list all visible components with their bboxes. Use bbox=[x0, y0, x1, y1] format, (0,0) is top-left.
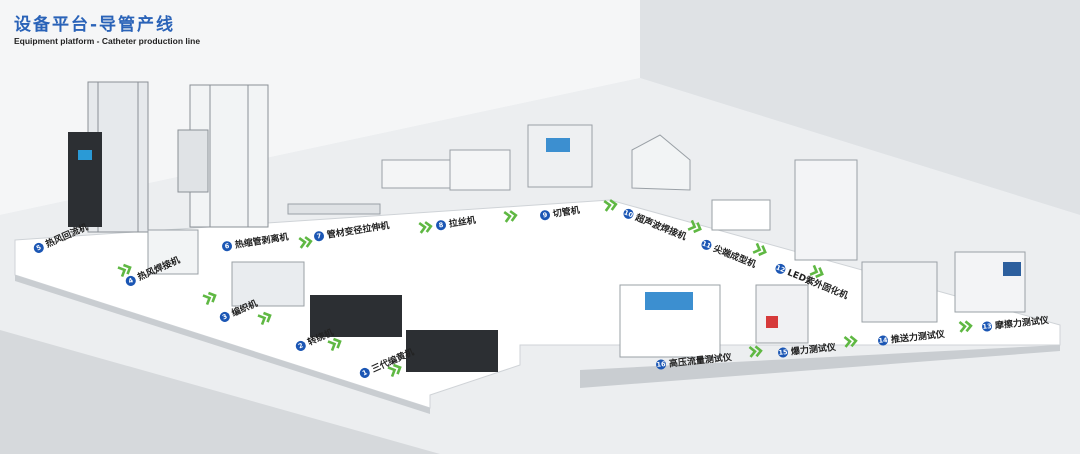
bench-machine-1 bbox=[381, 159, 453, 189]
flow-arrow-icon bbox=[748, 345, 763, 358]
station-badge: 16 bbox=[655, 358, 667, 370]
control-cabinet-1 bbox=[68, 132, 102, 227]
walkway-edge-front bbox=[580, 345, 1060, 388]
back-wall-right bbox=[640, 0, 1080, 215]
flow-arrow-icon bbox=[298, 236, 313, 249]
station-badge: 7 bbox=[313, 229, 325, 242]
bench-machine-2 bbox=[449, 149, 511, 191]
station-badge: 9 bbox=[539, 208, 551, 221]
flow-arrow-icon bbox=[843, 335, 858, 348]
flow-arrow-icon bbox=[687, 219, 702, 234]
page-title: 设备平台-导管产线 bbox=[14, 15, 176, 35]
station-badge: 12 bbox=[774, 261, 788, 275]
page-subtitle: Equipment platform - Catheter production… bbox=[14, 36, 201, 46]
hot-air-machine bbox=[147, 229, 199, 275]
station-badge: 15 bbox=[777, 346, 789, 358]
station-badge: 11 bbox=[700, 237, 714, 251]
burst-tester bbox=[755, 284, 809, 344]
station-badge: 13 bbox=[981, 320, 993, 332]
walkway-edge bbox=[15, 275, 430, 414]
coiling-machine bbox=[310, 295, 402, 337]
back-wall-left bbox=[0, 0, 640, 215]
flow-arrow-icon bbox=[752, 242, 767, 257]
flow-arrow-icon bbox=[958, 320, 973, 333]
cutting-machine bbox=[527, 124, 593, 188]
braiding-machine bbox=[231, 261, 305, 307]
flow-arrow-icon bbox=[809, 264, 824, 279]
friction-tester bbox=[954, 251, 1026, 313]
station-badge: 14 bbox=[877, 334, 889, 346]
flow-arrow-icon bbox=[387, 363, 402, 378]
ultrasonic-welder bbox=[631, 134, 691, 191]
flow-arrow-icon bbox=[603, 199, 618, 212]
floor-shade bbox=[0, 330, 440, 454]
station-badge: 6 bbox=[221, 239, 233, 252]
flow-arrow-icon bbox=[257, 311, 272, 326]
tip-former bbox=[711, 199, 771, 231]
header: 设备平台-导管产线 Equipment platform - Catheter … bbox=[14, 10, 200, 46]
flow-arrow-icon bbox=[503, 210, 518, 223]
flow-arrow-icon bbox=[202, 291, 217, 306]
flow-arrow-icon bbox=[418, 221, 433, 234]
flow-arrow-icon bbox=[327, 337, 342, 352]
station-badge: 8 bbox=[435, 218, 447, 231]
station-badge: 10 bbox=[622, 206, 636, 220]
machine-cluster bbox=[68, 81, 1026, 372]
flow-arrow-icon bbox=[117, 263, 132, 278]
third-gen-braider bbox=[406, 330, 498, 372]
push-force-tester bbox=[861, 261, 938, 323]
uv-curing-machine bbox=[794, 159, 858, 261]
